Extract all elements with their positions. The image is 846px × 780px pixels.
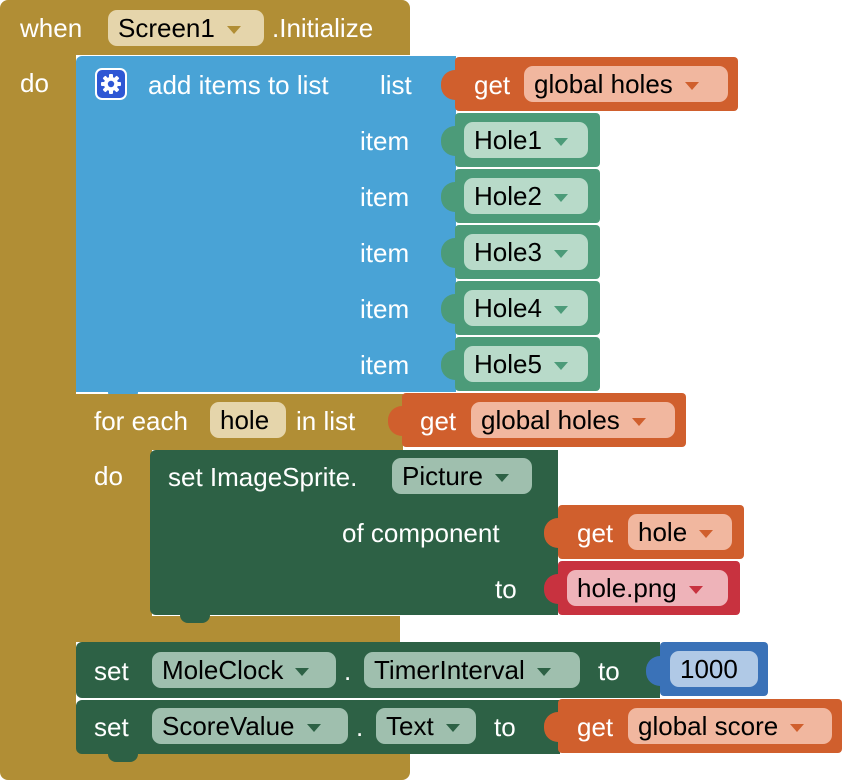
chevron-down-icon — [553, 361, 568, 370]
scorevalue-text: ScoreValue — [162, 711, 295, 741]
hole1-dropdown[interactable]: Hole1 — [464, 122, 588, 158]
component-socket-plug — [544, 518, 558, 548]
when-label: when — [20, 13, 83, 43]
set-label-1: set — [94, 656, 129, 686]
number-1000-field[interactable]: 1000 — [670, 651, 758, 687]
get-label-2: get — [420, 406, 457, 436]
dot-label-2: . — [356, 712, 364, 742]
set-scorevalue-bottom-notch — [108, 754, 138, 762]
set-label-2: set — [94, 712, 129, 742]
hole-png-text: hole.png — [577, 573, 677, 603]
add-items-label: add items to list — [148, 70, 329, 100]
get-label-4: get — [577, 712, 614, 742]
get-label: get — [474, 70, 511, 100]
list-socket-plug — [441, 70, 455, 100]
item-label-5: item — [360, 350, 410, 380]
for-each-left-arm — [76, 448, 152, 618]
text-property-dropdown[interactable]: Text — [376, 708, 476, 744]
of-component-label: of component — [342, 518, 500, 548]
add-items-to-list-block[interactable] — [76, 56, 456, 392]
item-socket-plug-2 — [441, 182, 455, 212]
get-label-3: get — [577, 518, 614, 548]
to-label-2: to — [598, 656, 620, 686]
item-socket-plug-4 — [441, 294, 455, 324]
number-1000-text: 1000 — [680, 654, 738, 684]
chevron-down-icon — [306, 723, 321, 732]
to-socket-plug — [544, 574, 558, 604]
chevron-down-icon — [553, 305, 568, 314]
chevron-down-icon — [553, 249, 568, 258]
event-block-left-arm — [0, 50, 76, 730]
item-socket-plug-3 — [441, 238, 455, 268]
hole4-text: Hole4 — [474, 293, 542, 323]
chevron-down-icon — [553, 137, 568, 146]
picture-property-text: Picture — [402, 461, 483, 491]
hole-variable-text: hole — [220, 405, 270, 435]
global-holes-dropdown-2[interactable]: global holes — [471, 402, 675, 438]
to-label-3: to — [494, 712, 516, 742]
in-list-socket-plug — [388, 406, 402, 436]
global-score-dropdown[interactable]: global score — [628, 708, 832, 744]
global-holes-text: global holes — [534, 69, 673, 99]
item-label-1: item — [360, 126, 410, 156]
timerinterval-text: TimerInterval — [374, 655, 525, 685]
in-list-label: in list — [296, 406, 356, 436]
for-each-bottom — [76, 616, 400, 642]
item-label-2: item — [360, 182, 410, 212]
chevron-down-icon — [688, 585, 703, 594]
hole-variable-dropdown[interactable]: hole — [628, 514, 732, 550]
list-socket-label: list — [380, 70, 412, 100]
to-label: to — [495, 574, 517, 604]
hole2-dropdown[interactable]: Hole2 — [464, 178, 588, 214]
item-socket-plug-5 — [441, 350, 455, 380]
scorevalue-component-dropdown[interactable]: ScoreValue — [152, 708, 348, 744]
hole3-text: Hole3 — [474, 237, 542, 267]
hole-png-dropdown[interactable]: hole.png — [567, 570, 728, 606]
for-each-do-label: do — [94, 461, 123, 491]
hole2-text: Hole2 — [474, 181, 542, 211]
to-socket-plug-2 — [646, 656, 660, 686]
global-holes-text-2: global holes — [481, 405, 620, 435]
hole-loop-variable[interactable]: hole — [210, 402, 286, 438]
chevron-down-icon — [445, 723, 460, 732]
set-imagesprite-bottom-notch — [180, 615, 210, 623]
picture-property-dropdown[interactable]: Picture — [392, 458, 532, 494]
chevron-down-icon — [699, 529, 714, 538]
chevron-down-icon — [536, 667, 551, 676]
hole-get-text: hole — [638, 517, 688, 547]
hole4-dropdown[interactable]: Hole4 — [464, 290, 588, 326]
hole5-dropdown[interactable]: Hole5 — [464, 346, 588, 382]
hole1-text: Hole1 — [474, 125, 542, 155]
hole3-dropdown[interactable]: Hole3 — [464, 234, 588, 270]
timerinterval-property-dropdown[interactable]: TimerInterval — [364, 652, 580, 688]
item-label-4: item — [360, 294, 410, 324]
chevron-down-icon — [790, 723, 805, 732]
for-each-label: for each — [94, 406, 188, 436]
screen1-component-dropdown[interactable]: Screen1 — [108, 10, 264, 46]
text-property-text: Text — [386, 711, 434, 741]
dot-label-1: . — [344, 656, 352, 686]
item-socket-plug-1 — [441, 126, 455, 156]
chevron-down-icon — [631, 417, 646, 426]
gear-icon[interactable] — [95, 68, 127, 100]
global-holes-dropdown[interactable]: global holes — [524, 66, 728, 102]
chevron-down-icon — [295, 667, 310, 676]
moleclock-component-dropdown[interactable]: MoleClock — [152, 652, 336, 688]
set-imagesprite-label: set ImageSprite. — [168, 462, 358, 492]
chevron-down-icon — [684, 81, 699, 90]
do-label: do — [20, 68, 49, 98]
chevron-down-icon — [553, 193, 568, 202]
to-socket-plug-3 — [544, 712, 558, 742]
global-score-text: global score — [638, 711, 779, 741]
event-name-label: .Initialize — [272, 13, 374, 43]
chevron-down-icon — [494, 473, 509, 482]
item-label-3: item — [360, 238, 410, 268]
screen1-component-text: Screen1 — [118, 13, 215, 43]
moleclock-text: MoleClock — [162, 655, 284, 685]
chevron-down-icon — [226, 25, 241, 34]
hole5-text: Hole5 — [474, 349, 542, 379]
